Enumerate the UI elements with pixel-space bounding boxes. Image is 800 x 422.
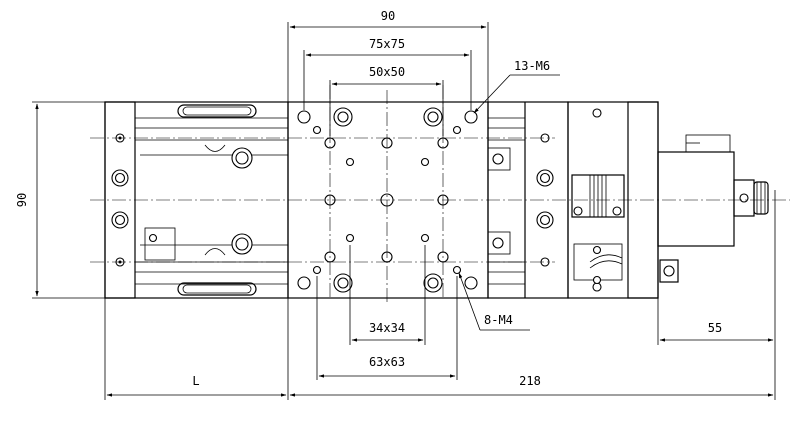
callout-m4: 8-M4 xyxy=(458,272,530,331)
callout-m6-label: 13-M6 xyxy=(514,59,550,73)
base-body xyxy=(104,101,289,299)
dimension-75x75: 75x75 xyxy=(303,37,472,110)
dim-top-width: 90 xyxy=(381,9,395,23)
dimension-63x63: 63x63 xyxy=(316,276,458,380)
dim-pattern-75: 75x75 xyxy=(369,37,405,51)
dimension-90-top: 90 xyxy=(287,9,489,102)
dim-pattern-50: 50x50 xyxy=(369,65,405,79)
dim-length-L: L xyxy=(192,374,199,388)
dim-motor-55: 55 xyxy=(708,321,722,335)
dim-pattern-63: 63x63 xyxy=(369,355,405,369)
callout-m6: 13-M6 xyxy=(473,59,560,114)
dimension-90-left: 90 xyxy=(15,101,105,299)
dimension-55: 55 xyxy=(657,298,774,345)
dim-pattern-34: 34x34 xyxy=(369,321,405,335)
left-internal-parts xyxy=(144,144,253,261)
guide-slot-bottom xyxy=(177,282,257,296)
dimension-length: L 218 xyxy=(104,190,776,400)
dimension-50x50: 50x50 xyxy=(329,65,444,136)
dim-left-height: 90 xyxy=(15,193,29,207)
guide-slot-top xyxy=(177,104,257,118)
motor xyxy=(657,134,769,283)
callout-m4-label: 8-M4 xyxy=(484,313,513,327)
dimension-34x34: 34x34 xyxy=(349,245,426,345)
dim-length-218: 218 xyxy=(519,374,541,388)
